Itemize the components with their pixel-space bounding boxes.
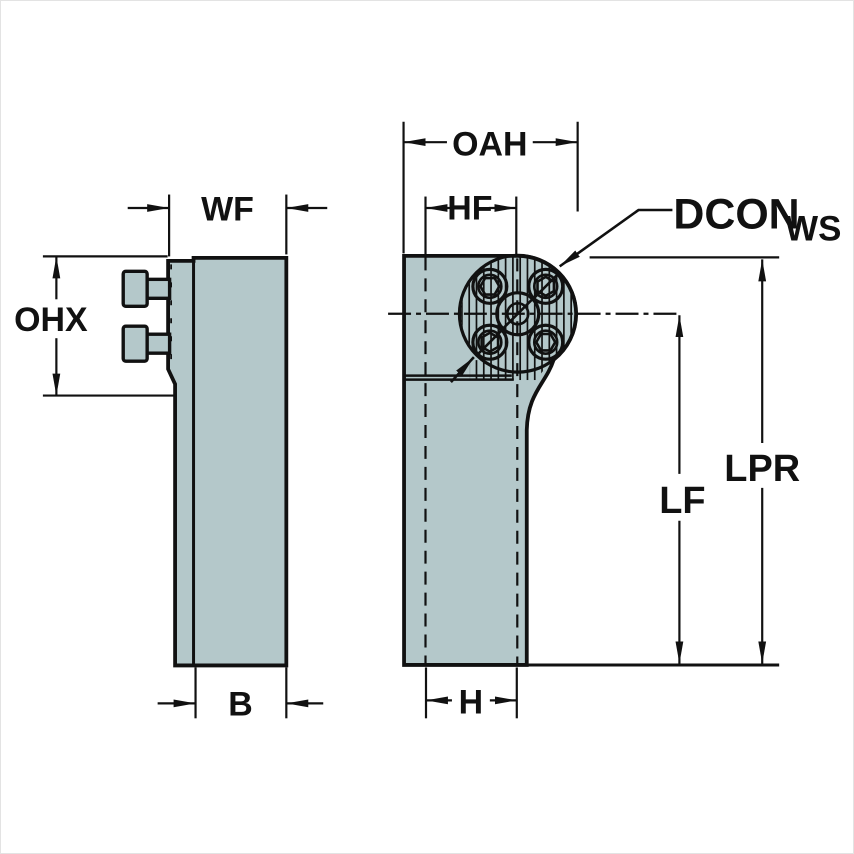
cap-screw-bottom bbox=[121, 324, 172, 363]
ohx-label: OHX bbox=[14, 301, 88, 339]
dcon-subscript-label: WS bbox=[785, 209, 841, 248]
ohx-dimension: OHX bbox=[14, 255, 174, 397]
oah-label: OAH bbox=[452, 126, 527, 164]
oah-dimension: OAH bbox=[402, 121, 579, 254]
lf-dimension: LF bbox=[659, 315, 706, 664]
right-view: OAH HF H LF LPR bbox=[388, 121, 841, 721]
right-view-body bbox=[402, 254, 579, 667]
flange-screw-bottom-right bbox=[527, 323, 565, 361]
lpr-label: LPR bbox=[724, 448, 800, 490]
left-view-body bbox=[166, 256, 289, 668]
h-dimension: H bbox=[424, 667, 518, 721]
hf-label: HF bbox=[447, 189, 492, 227]
flange-screw-bottom-left bbox=[471, 323, 509, 361]
hf-dimension: HF bbox=[424, 189, 518, 255]
cap-screw-top bbox=[121, 269, 172, 308]
left-view: WF OHX B bbox=[14, 190, 328, 723]
dcon-label: DCON bbox=[673, 190, 799, 238]
dcon-leader-line bbox=[558, 208, 673, 268]
lf-label: LF bbox=[659, 480, 705, 522]
lpr-dimension: LPR bbox=[724, 259, 800, 664]
b-dimension: B bbox=[157, 667, 324, 723]
wf-label: WF bbox=[201, 190, 254, 228]
dcon-callout: DCON WS bbox=[449, 190, 841, 383]
wf-dimension: WF bbox=[127, 190, 328, 257]
b-label: B bbox=[228, 685, 253, 723]
screw-slash bbox=[532, 273, 559, 300]
flange-screw-top-left bbox=[471, 267, 509, 305]
screw-slash bbox=[476, 329, 503, 356]
h-label: H bbox=[459, 683, 484, 721]
screw-leader-arrow bbox=[449, 356, 475, 383]
flange-screw-top-right bbox=[527, 267, 565, 305]
